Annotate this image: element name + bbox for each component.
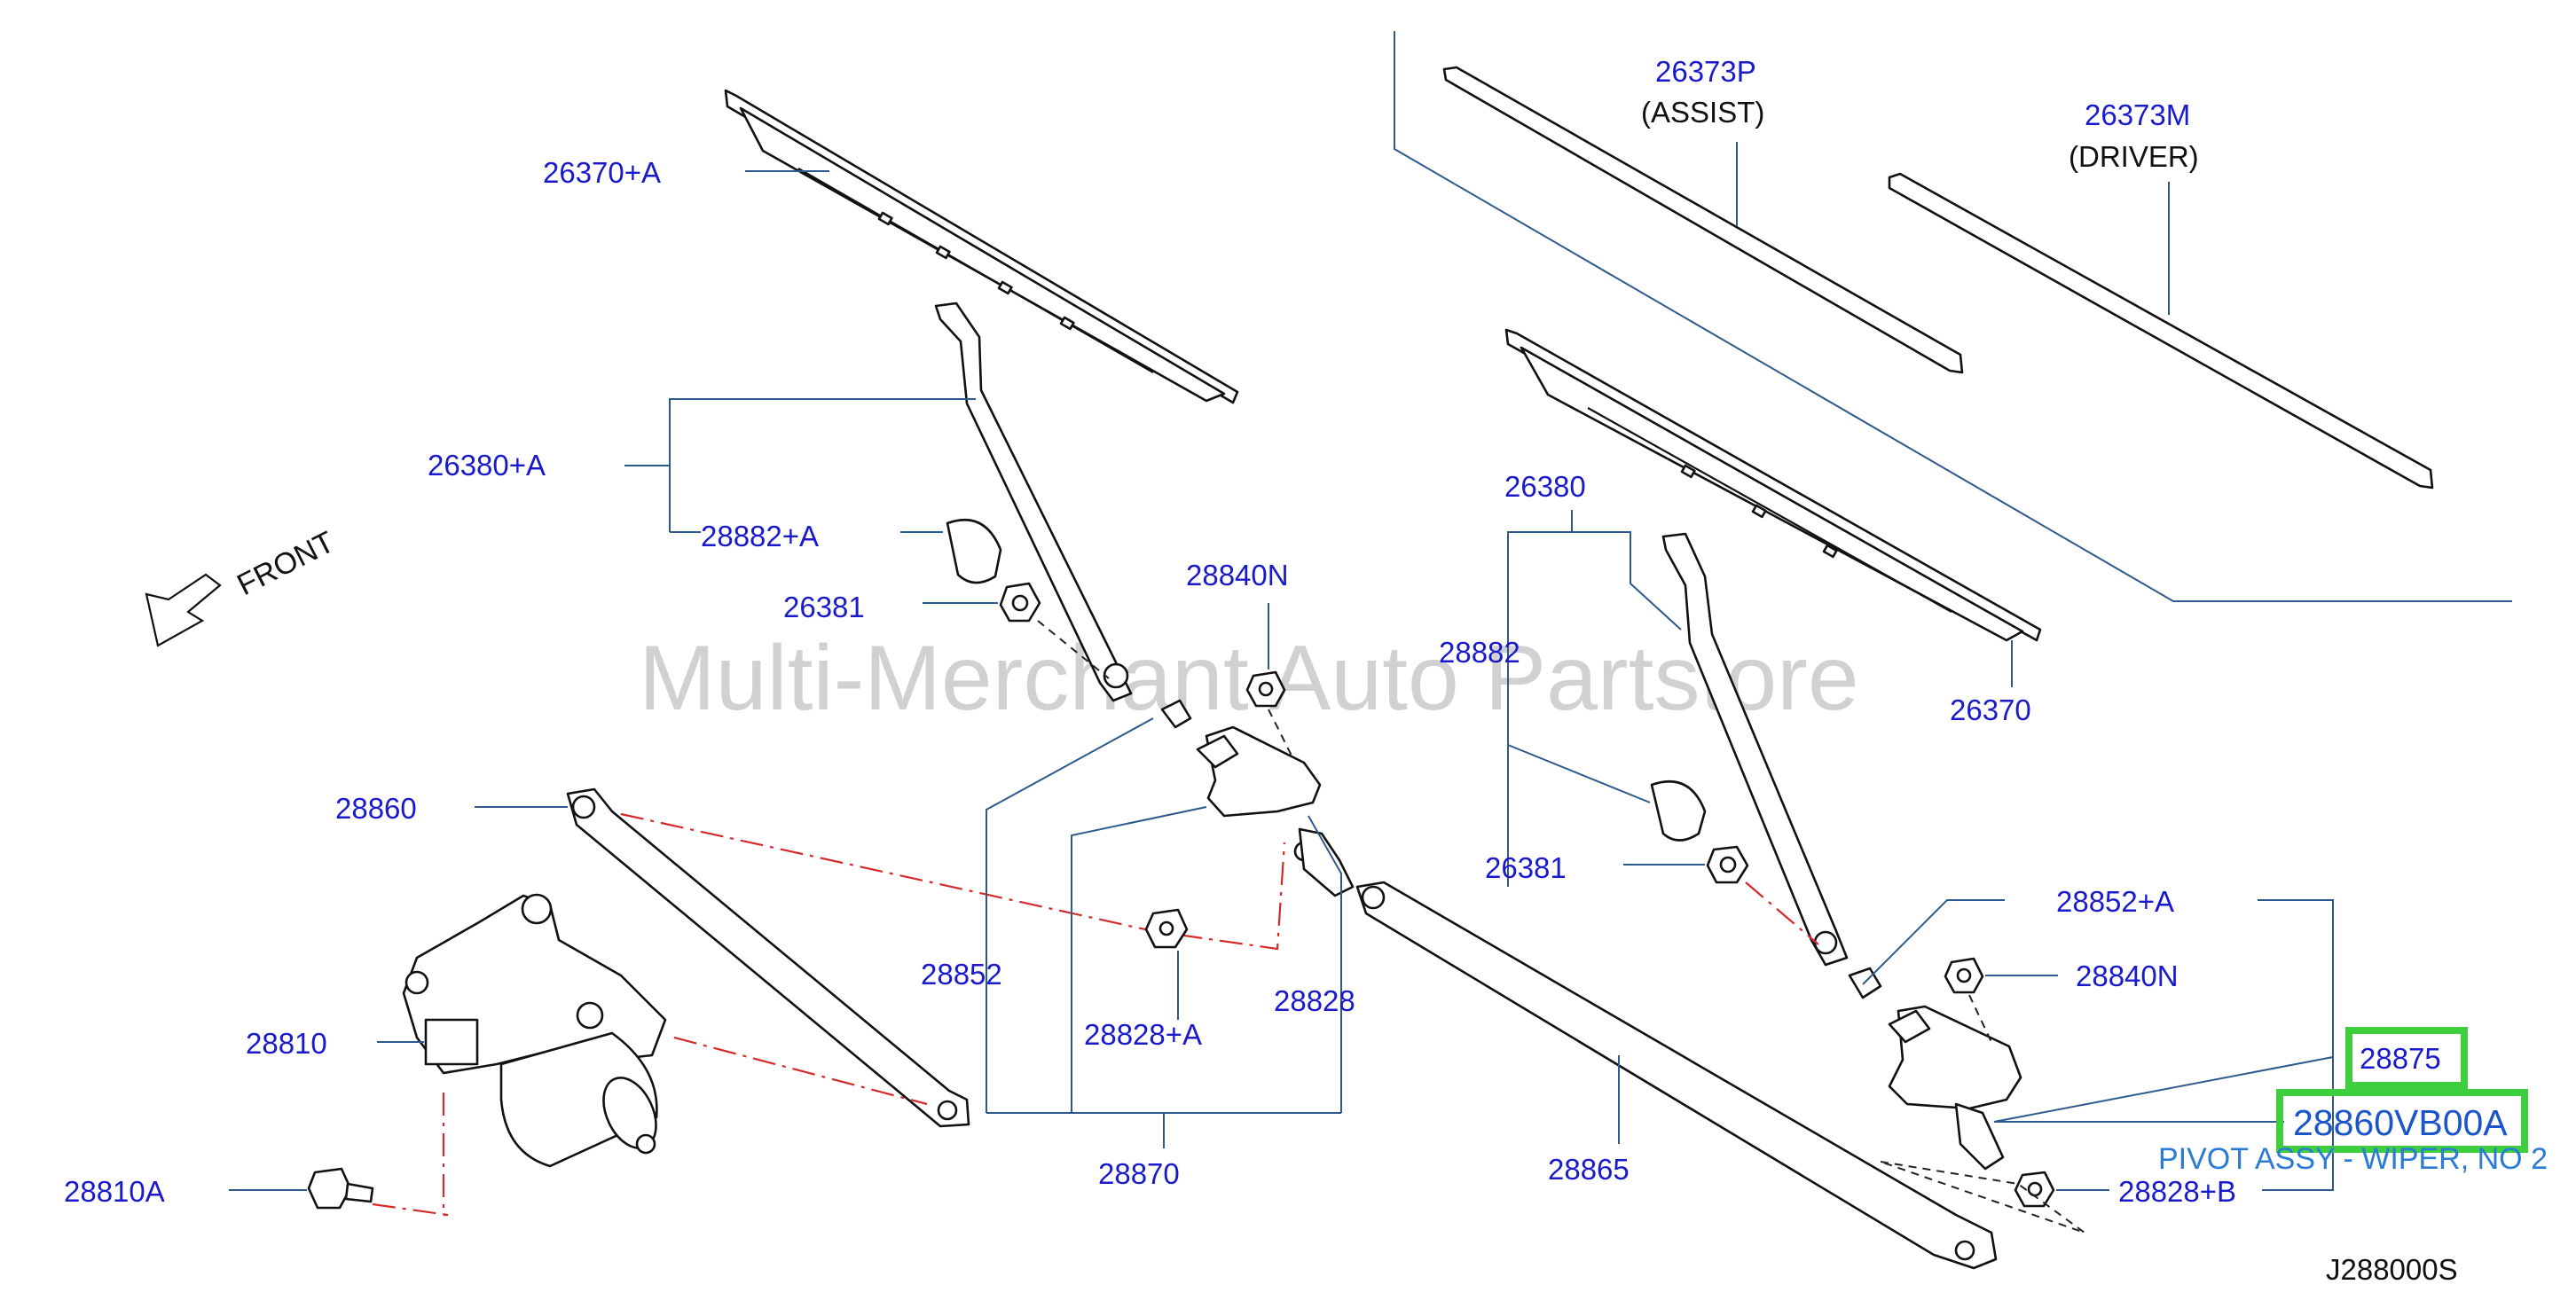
wiper-blade-right[interactable] bbox=[1504, 328, 2042, 642]
label-assist: (ASSIST) bbox=[1641, 96, 1764, 129]
label-28882A: 28882+A bbox=[701, 520, 819, 552]
label-26380A: 26380+A bbox=[428, 449, 546, 482]
wiper-motor-28810[interactable] bbox=[402, 893, 667, 1168]
label-28840N-top: 28840N bbox=[1186, 559, 1289, 591]
label-28828: 28828 bbox=[1274, 984, 1355, 1017]
label-28865: 28865 bbox=[1548, 1153, 1630, 1186]
link-rod-28865[interactable] bbox=[1355, 881, 1998, 1270]
highlight-box-28860VB00A bbox=[2276, 1089, 2528, 1153]
catalog-reference: J288000S bbox=[2326, 1253, 2458, 1286]
watermark-text: Multi-Merchant Auto Partstore bbox=[639, 627, 1859, 730]
label-26380: 26380 bbox=[1504, 470, 1586, 503]
front-label: FRONT bbox=[232, 525, 340, 602]
label-26370A: 26370+A bbox=[543, 156, 661, 189]
label-28860VB00A[interactable]: 28860VB00A bbox=[2293, 1102, 2508, 1143]
label-28860: 28860 bbox=[335, 792, 417, 825]
label-28840N-right: 28840N bbox=[2076, 960, 2179, 992]
nut-28828A[interactable] bbox=[1144, 908, 1189, 949]
arm-cap-right[interactable] bbox=[1650, 780, 1707, 842]
label-28870: 28870 bbox=[1098, 1157, 1180, 1190]
arm-cap-left[interactable] bbox=[946, 519, 1002, 584]
nut-26381-left[interactable] bbox=[999, 582, 1041, 623]
label-26370: 26370 bbox=[1950, 693, 2031, 726]
bolt-28810A[interactable] bbox=[307, 1167, 374, 1210]
label-28828A: 28828+A bbox=[1084, 1018, 1202, 1051]
label-28810: 28810 bbox=[246, 1027, 327, 1060]
nut-28840N-top[interactable] bbox=[1245, 670, 1286, 708]
wiper-blade-left[interactable] bbox=[724, 89, 1239, 404]
front-arrow-icon bbox=[145, 573, 222, 647]
wiper-arm-right[interactable] bbox=[1661, 532, 1849, 967]
wiper-arm-left[interactable] bbox=[934, 302, 1133, 702]
highlight-box-28875 bbox=[2345, 1027, 2468, 1089]
drive-rod-28860[interactable] bbox=[566, 787, 970, 1128]
blade-refill-26373M[interactable] bbox=[1888, 172, 2434, 490]
label-28852A: 28852+A bbox=[2056, 885, 2174, 918]
label-28852: 28852 bbox=[921, 958, 1002, 991]
nut-26381-right[interactable] bbox=[1706, 845, 1749, 884]
label-26381-right: 26381 bbox=[1485, 851, 1567, 884]
label-26373M: 26373M bbox=[2085, 98, 2190, 131]
blade-refill-26373P[interactable] bbox=[1442, 66, 1964, 374]
pivot-assy-left[interactable] bbox=[1160, 699, 1355, 897]
label-26373P: 26373P bbox=[1655, 55, 1756, 88]
label-28875[interactable]: 28875 bbox=[2360, 1042, 2441, 1075]
part-description: PIVOT ASSY - WIPER, NO 2 bbox=[2158, 1142, 2548, 1176]
label-driver: (DRIVER) bbox=[2069, 140, 2199, 173]
nut-28828B[interactable] bbox=[2014, 1171, 2055, 1208]
pivot-assy-right[interactable] bbox=[1848, 967, 2022, 1171]
nut-28840N-right[interactable] bbox=[1944, 957, 1984, 994]
label-28828B: 28828+B bbox=[2118, 1175, 2236, 1208]
label-28882: 28882 bbox=[1439, 636, 1520, 669]
label-28810A: 28810A bbox=[64, 1175, 165, 1208]
label-26381-left: 26381 bbox=[783, 591, 865, 623]
